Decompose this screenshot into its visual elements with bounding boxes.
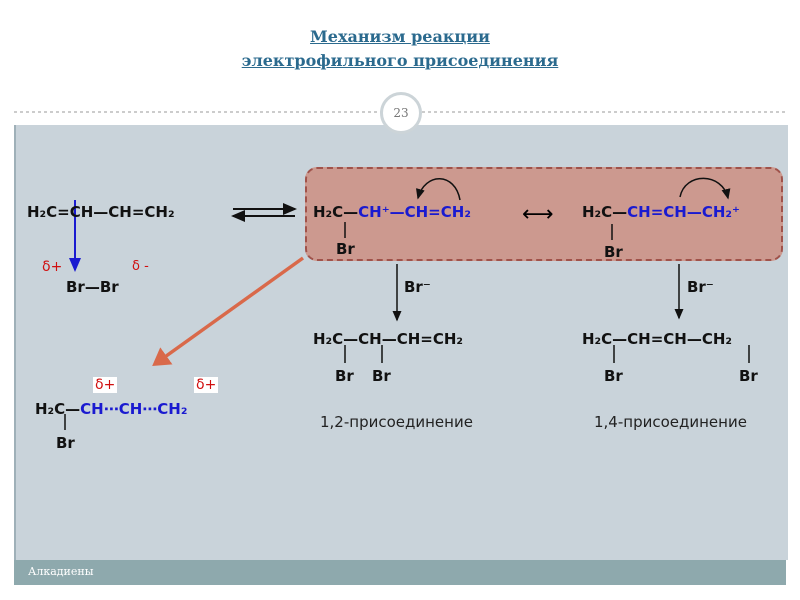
label-12-addition: 1,2-присоединение [320,413,473,431]
slide-number: 23 [380,92,422,134]
bromide-label-14: Br⁻ [687,278,714,296]
footer-bar: Алкадиены [14,560,786,585]
cation2-blue-part: CH=CH—CH₂⁺ [627,203,740,221]
orange-pointer-arrow [152,256,305,367]
allyl-blue-part: CH⋯CH⋯CH₂ [80,400,188,418]
cation1-br: Br [336,240,355,258]
product-14-formula: H₂C—CH=CH—CH₂ [582,330,732,348]
butadiene-formula: H₂C=CH—CH=CH₂ [27,203,175,221]
title-line-2: электрофильного присоединения [241,51,559,70]
cation2-br: Br [604,243,623,261]
allyl-delta-plus-2: δ+ [194,377,219,393]
allyl-br: Br [56,434,75,452]
product-14-br1: Br [604,367,623,385]
intermediate-box [305,167,783,261]
cation1-formula: H₂C—CH⁺—CH=CH₂ [313,203,471,221]
label-14-addition: 1,4-присоединение [594,413,747,431]
delta-minus-label: δ - [132,259,149,274]
product-12-formula: H₂C—CH—CH=CH₂ [313,330,463,348]
product-12-br2: Br [372,367,391,385]
cation1-black-part: H₂C— [313,203,359,221]
allyl-cation-formula: H₂C—CH⋯CH⋯CH₂ [35,400,187,418]
delta-plus-label: δ+ [42,259,63,275]
bromide-label-12: Br⁻ [404,278,431,296]
allyl-black-part: H₂C— [35,400,81,418]
curved-electron-arrow [679,177,731,200]
product-14-br2: Br [739,367,758,385]
resonance-arrow: ⟷ [522,202,554,227]
product-12-br1: Br [335,367,354,385]
cation1-blue-part: CH⁺—CH=CH₂ [358,203,471,221]
allyl-delta-plus-1: δ+ [93,377,118,393]
title-line-1: Механизм реакции [310,27,490,46]
footer-text: Алкадиены [28,565,94,578]
bromine-formula: Br—Br [66,278,119,296]
cation2-formula: H₂C—CH=CH—CH₂⁺ [582,203,740,221]
curved-electron-arrow [416,178,461,201]
cation2-black-part: H₂C— [582,203,628,221]
